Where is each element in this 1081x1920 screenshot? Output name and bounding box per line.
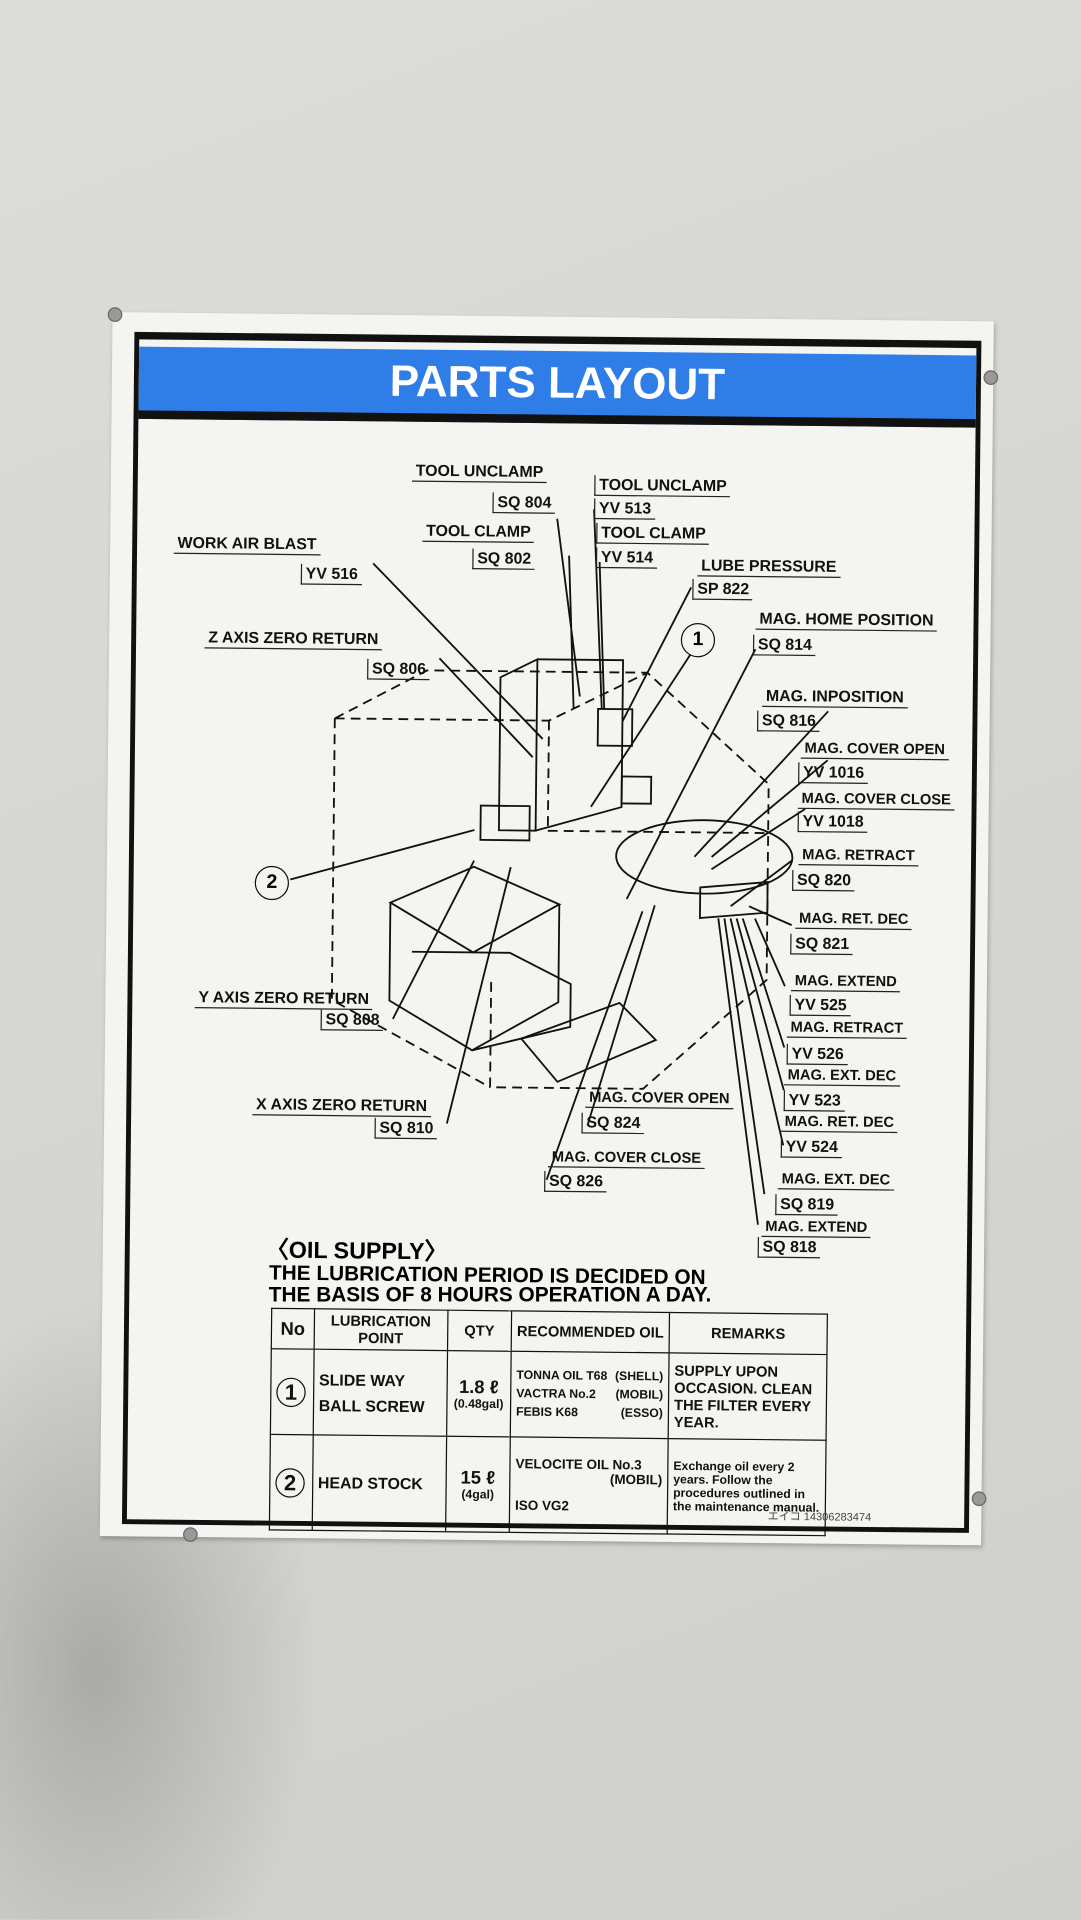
code-sp-822: SP 822 (692, 578, 753, 601)
code-sq-826: SQ 826 (544, 1171, 607, 1193)
label-z-axis-zero-return: Z AXIS ZERO RETURN (204, 627, 383, 651)
code-sq-804: SQ 804 (492, 492, 556, 514)
label-y-axis-zero-return: Y AXIS ZERO RETURN (194, 987, 373, 1011)
label-mag-extend: MAG. EXTEND (790, 970, 901, 993)
table-row: 1 SLIDE WAY BALL SCREW 1.8 ℓ(0.48gal) TON… (270, 1348, 827, 1441)
label-mag-ret-dec: MAG. RET. DEC (795, 908, 913, 931)
code-yv-514: YV 514 (595, 547, 657, 569)
label-work-air-blast: WORK AIR BLAST (173, 533, 321, 556)
machine-enclosure-outline (334, 669, 770, 1090)
code-yv-525: YV 525 (789, 994, 851, 1017)
label-mag-inposition: MAG. INPOSITION (762, 686, 908, 709)
label-lube-pressure: LUBE PRESSURE (697, 555, 841, 579)
qty-gal: (0.48gal) (453, 1397, 504, 1412)
qty-gal: (4gal) (461, 1487, 495, 1502)
code-yv-516: YV 516 (300, 563, 362, 586)
label-tool-unclamp: TOOL UNCLAMP (594, 475, 731, 498)
code-sq-808: SQ 808 (320, 1009, 384, 1032)
code-yv-513: YV 513 (593, 498, 655, 520)
lubrication-point: HEAD STOCK (311, 1434, 447, 1532)
qty: 1.8 ℓ (458, 1376, 499, 1398)
code-yv-526: YV 526 (786, 1043, 848, 1066)
oil-supply-table: No LUBRICATION POINT QTY RECOMMENDED OIL… (269, 1308, 828, 1537)
label-mag-retract: MAG. RETRACT (786, 1016, 907, 1039)
callout-1: 1 (680, 622, 716, 658)
code-sq-806: SQ 806 (367, 658, 430, 681)
remarks: SUPPLY UPON OCCASION. CLEAN THE FILTER E… (668, 1352, 827, 1441)
oil-name: FEBIS K68 (515, 1405, 579, 1420)
code-sq-818: SQ 818 (757, 1236, 821, 1259)
label-mag-ext-dec: MAG. EXT. DEC (783, 1064, 900, 1087)
code-sq-821: SQ 821 (790, 933, 853, 956)
label-tool-unclamp: TOOL UNCLAMP (411, 460, 548, 484)
oil-name: TONNA OIL T68 (516, 1369, 608, 1384)
code-sq-810: SQ 810 (374, 1117, 438, 1140)
oil-name: VACTRA No.2 (516, 1387, 596, 1402)
table-header-row: No LUBRICATION POINT QTY RECOMMENDED OIL… (271, 1308, 828, 1355)
label-mag-ret-dec: MAG. RET. DEC (780, 1111, 898, 1134)
code-sq-819: SQ 819 (775, 1194, 838, 1216)
code-sq-824: SQ 824 (581, 1112, 645, 1135)
parts-layout-placard: PARTS LAYOUT TOOL UNCLAMP SQ 804 TOOL UN… (99, 307, 999, 1546)
code-sq-820: SQ 820 (792, 870, 855, 892)
row-number: 1 (276, 1376, 306, 1407)
oil-brand: (MOBIL) (609, 1472, 663, 1488)
label-mag-cover-close: MAG. COVER CLOSE (547, 1146, 705, 1170)
lubrication-point: SLIDE WAY (318, 1370, 406, 1390)
oil-brand: (SHELL) (614, 1370, 664, 1385)
oil-name: VELOCITE OIL No.3 (515, 1456, 642, 1473)
label-mag-cover-open: MAG. COVER OPEN (585, 1087, 734, 1110)
label-mag-cover-close: MAG. COVER CLOSE (797, 788, 955, 811)
code-yv-524: YV 524 (780, 1136, 842, 1159)
label-x-axis-zero-return: X AXIS ZERO RETURN (252, 1094, 431, 1118)
oil-supply-note-line2: THE BASIS OF 8 HOURS OPERATION A DAY. (268, 1283, 712, 1307)
code-yv-1018: YV 1018 (797, 811, 868, 833)
serial-number: エイコ 14306283474 (767, 1509, 872, 1524)
label-mag-home-position: MAG. HOME POSITION (755, 608, 938, 632)
code-sq-814: SQ 814 (752, 634, 816, 657)
header-lubrication-point: LUBRICATION POINT (313, 1308, 448, 1351)
code-sq-802: SQ 802 (472, 548, 535, 570)
oil-brand: (ESSO) (620, 1406, 663, 1421)
label-tool-clamp: TOOL CLAMP (596, 522, 710, 545)
header-remarks: REMARKS (669, 1312, 828, 1355)
oil-brand: (MOBIL) (615, 1388, 664, 1403)
label-mag-retract: MAG. RETRACT (798, 844, 919, 867)
table-row: 2 HEAD STOCK 15 ℓ(4gal) VELOCITE OIL No.… (269, 1434, 827, 1536)
oil-name: ISO VG2 (514, 1498, 570, 1514)
label-mag-ext-dec: MAG. EXT. DEC (777, 1168, 894, 1191)
header-qty: QTY (447, 1310, 512, 1352)
label-mag-cover-open: MAG. COVER OPEN (800, 737, 949, 761)
code-yv-1016: YV 1016 (798, 762, 868, 784)
header-no: No (271, 1308, 315, 1350)
callout-2: 2 (254, 865, 290, 901)
machine-diagram (290, 509, 829, 1225)
code-sq-816: SQ 816 (756, 710, 820, 733)
label-tool-clamp: TOOL CLAMP (422, 521, 535, 543)
header-recommended-oil: RECOMMENDED OIL (511, 1310, 670, 1353)
lubrication-point: BALL SCREW (318, 1395, 425, 1416)
label-mag-extend: MAG. EXTEND (761, 1216, 872, 1239)
code-yv-523: YV 523 (783, 1090, 845, 1112)
qty: 15 ℓ (460, 1467, 496, 1489)
row-number: 2 (275, 1467, 305, 1498)
